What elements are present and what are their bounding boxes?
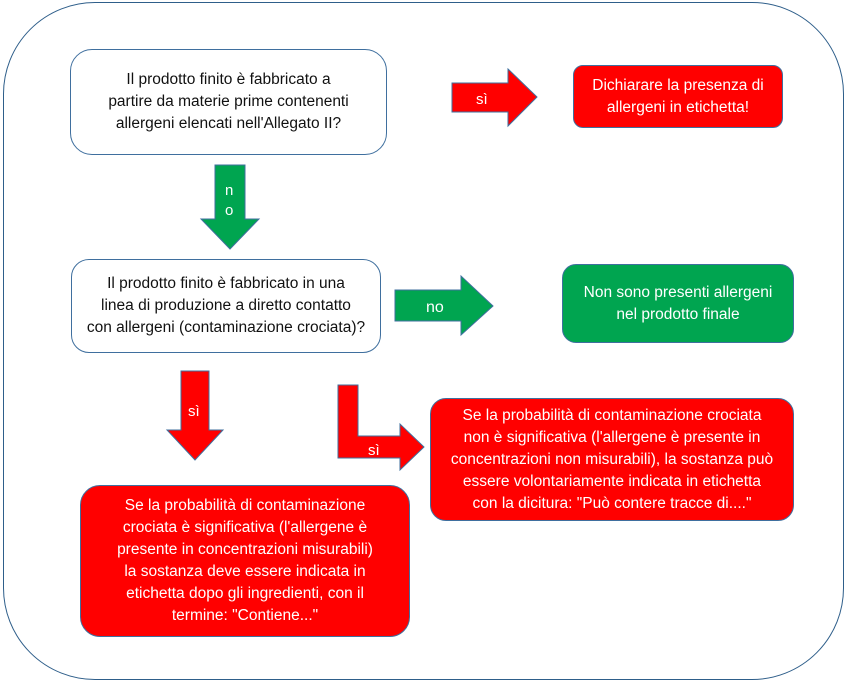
q2-yes-bent-arrow bbox=[337, 384, 425, 472]
result-not-significant-box: Se la probabilità di contaminazione croc… bbox=[430, 398, 794, 521]
q2-yes-down-arrow bbox=[165, 370, 225, 461]
q2-no-label: no bbox=[426, 299, 444, 316]
question-2-text: Il prodotto finito è fabbricato in una l… bbox=[86, 275, 366, 336]
q1-yes-arrow bbox=[451, 67, 538, 128]
result-significant-box: Se la probabilità di contaminazione croc… bbox=[80, 485, 410, 637]
q1-yes-label: sì bbox=[476, 91, 488, 108]
result-declare-allergens-text: Dichiarare la presenza di allergeni in e… bbox=[592, 76, 764, 116]
result-declare-allergens-box: Dichiarare la presenza di allergeni in e… bbox=[573, 65, 783, 128]
q1-no-arrow bbox=[199, 164, 261, 250]
question-1-box: Il prodotto finito è fabbricato a partir… bbox=[70, 49, 387, 155]
q1-no-label-o: o bbox=[225, 202, 233, 219]
result-significant-text: Se la probabilità di contaminazione croc… bbox=[117, 497, 373, 624]
result-no-allergens-text: Non sono presenti allergeni nel prodotto… bbox=[583, 283, 773, 323]
q2-yes-bent-label: sì bbox=[368, 442, 380, 459]
q1-no-label-n: n bbox=[225, 182, 233, 199]
question-1-text: Il prodotto finito è fabbricato a partir… bbox=[108, 71, 349, 132]
question-2-box: Il prodotto finito è fabbricato in una l… bbox=[71, 259, 381, 353]
result-no-allergens-box: Non sono presenti allergeni nel prodotto… bbox=[562, 264, 794, 343]
result-not-significant-text: Se la probabilità di contaminazione croc… bbox=[450, 406, 774, 512]
q2-no-arrow bbox=[394, 274, 494, 337]
q2-yes-down-label: sì bbox=[188, 403, 200, 420]
diagram-frame bbox=[3, 2, 844, 680]
